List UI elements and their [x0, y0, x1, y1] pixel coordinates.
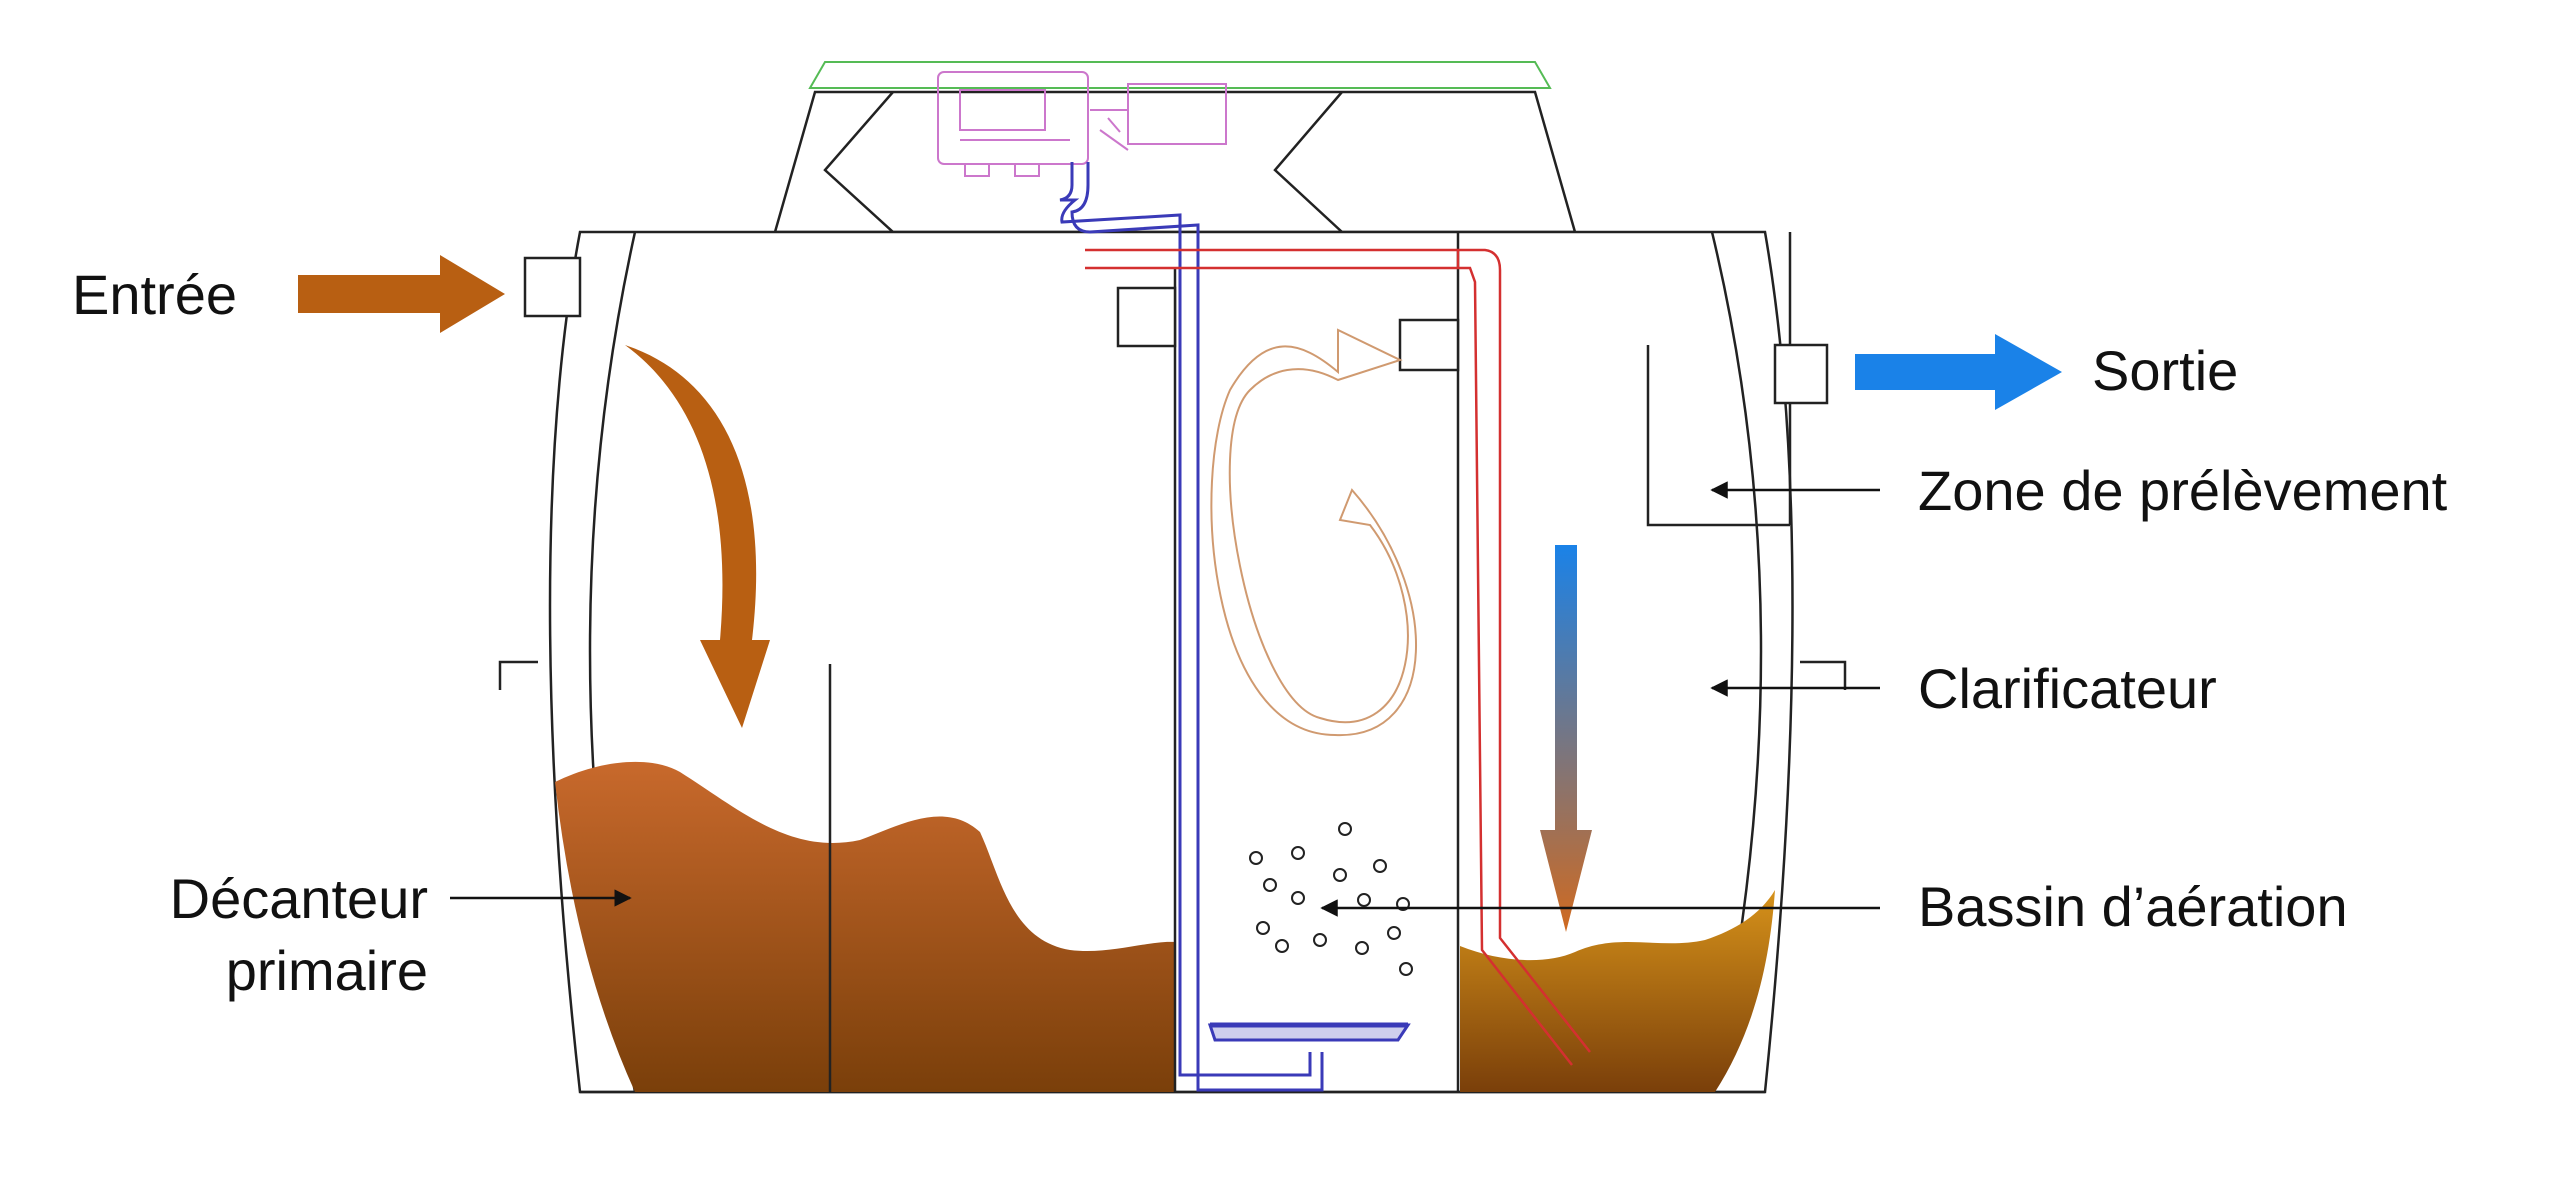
leader-lines — [450, 481, 1880, 917]
primary-settler-label-line1: Décanteur — [170, 867, 428, 930]
top-riser — [773, 61, 1577, 234]
return-pipe — [1085, 248, 1591, 1066]
inlet-arrow-icon — [298, 255, 505, 333]
sampling-zone-label: Zone de prélèvement — [1918, 459, 2448, 522]
clarifier-sludge — [1460, 890, 1775, 1092]
inflow-down-arrow-icon — [625, 345, 770, 728]
circulation-arrow — [1210, 328, 1417, 737]
primary-settler-label-line2: primaire — [226, 939, 428, 1002]
outlet-arrow-icon — [1855, 334, 2062, 410]
settling-down-arrow-icon — [1540, 545, 1592, 932]
aeration-tank-label: Bassin d’aération — [1918, 875, 2348, 938]
air-bubbles — [1249, 822, 1413, 976]
inlet-label: Entrée — [72, 263, 237, 326]
primary-settler-sludge — [555, 761, 1175, 1092]
air-pipe — [1059, 162, 1411, 1092]
outlet-label: Sortie — [2092, 339, 2238, 402]
clarifier-label: Clarificateur — [1918, 657, 2217, 720]
baffles — [498, 256, 1847, 690]
control-unit — [937, 71, 1227, 177]
